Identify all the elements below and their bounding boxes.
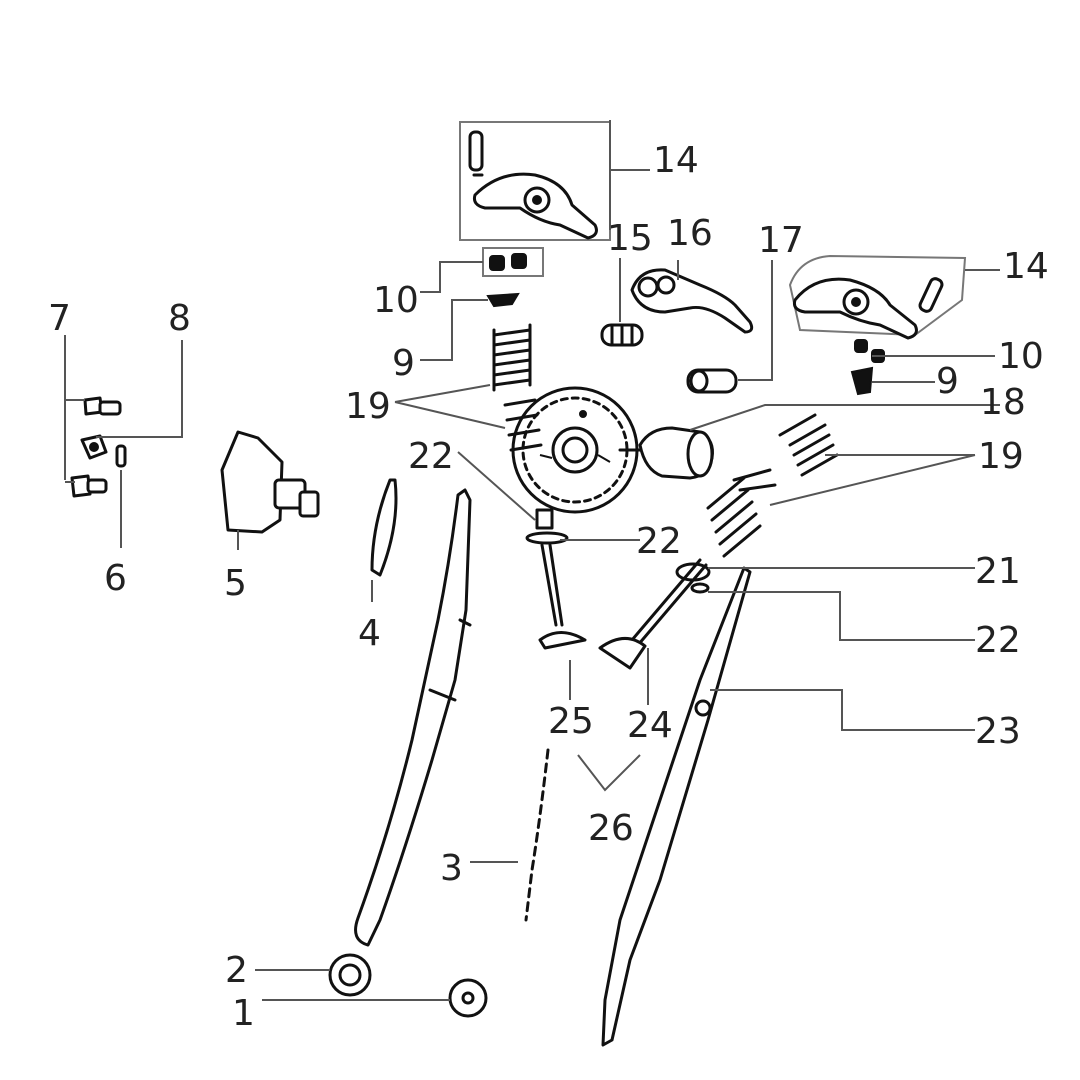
leader-lines [64,120,1000,1001]
rocker-arm-16 [630,268,754,334]
callout-14-right: 14 [1003,246,1049,287]
callout-26: 26 [588,808,634,849]
callout-3: 3 [440,848,463,889]
callout-17: 17 [758,220,804,261]
valve-spring-right-lower [706,468,777,558]
pin-6 [115,444,127,468]
callout-8: 8 [168,298,191,339]
valve-24 [598,558,711,670]
callout-2: 2 [225,950,248,991]
gasket-4 [370,478,398,577]
callout-10-left: 10 [373,280,419,321]
callout-18: 18 [980,382,1026,423]
valve-spring-left-upper [492,323,532,392]
chain-guide-23 [601,566,752,1047]
rocker-arm-assembly-top [459,121,611,241]
callout-19-right: 19 [978,436,1024,477]
bolts-7 [70,396,122,498]
spring-retainer-right [850,366,874,396]
valve-25 [525,508,587,650]
callout-10-right: 10 [998,336,1044,377]
callout-1: 1 [232,993,255,1034]
callout-22-a: 22 [408,436,454,477]
callout-25: 25 [548,701,594,742]
rocker-shaft-17 [686,368,738,394]
callout-6: 6 [104,558,127,599]
callout-9-right: 9 [936,361,959,402]
tensioner-guide-2 [328,488,472,997]
valve-keepers-right [854,339,885,363]
spring-retainer-left [486,292,520,308]
valve-keepers-left [482,247,544,277]
callout-9-left: 9 [392,343,415,384]
rocker-shaft-15 [600,323,644,347]
callout-24: 24 [627,705,673,746]
valve-spring-right-upper [778,413,839,477]
callout-22-c: 22 [975,620,1021,661]
callout-14-top: 14 [653,140,699,181]
cam-chain-3 [524,748,550,922]
callout-7: 7 [48,298,71,339]
callout-19-left: 19 [345,386,391,427]
callout-22-b: 22 [636,521,682,562]
chain-tensioner-5 [220,430,320,534]
valve-spring-left-lower [503,398,543,452]
callout-5: 5 [224,563,247,604]
camshaft-sprocket [511,386,714,514]
callout-21: 21 [975,551,1021,592]
rocker-arm-assembly-right [788,254,967,340]
callout-23: 23 [975,711,1021,752]
bolt-8 [80,434,108,460]
washer-1 [448,978,488,1018]
callout-15: 15 [607,218,653,259]
callout-4: 4 [358,613,381,654]
callout-16: 16 [667,213,713,254]
